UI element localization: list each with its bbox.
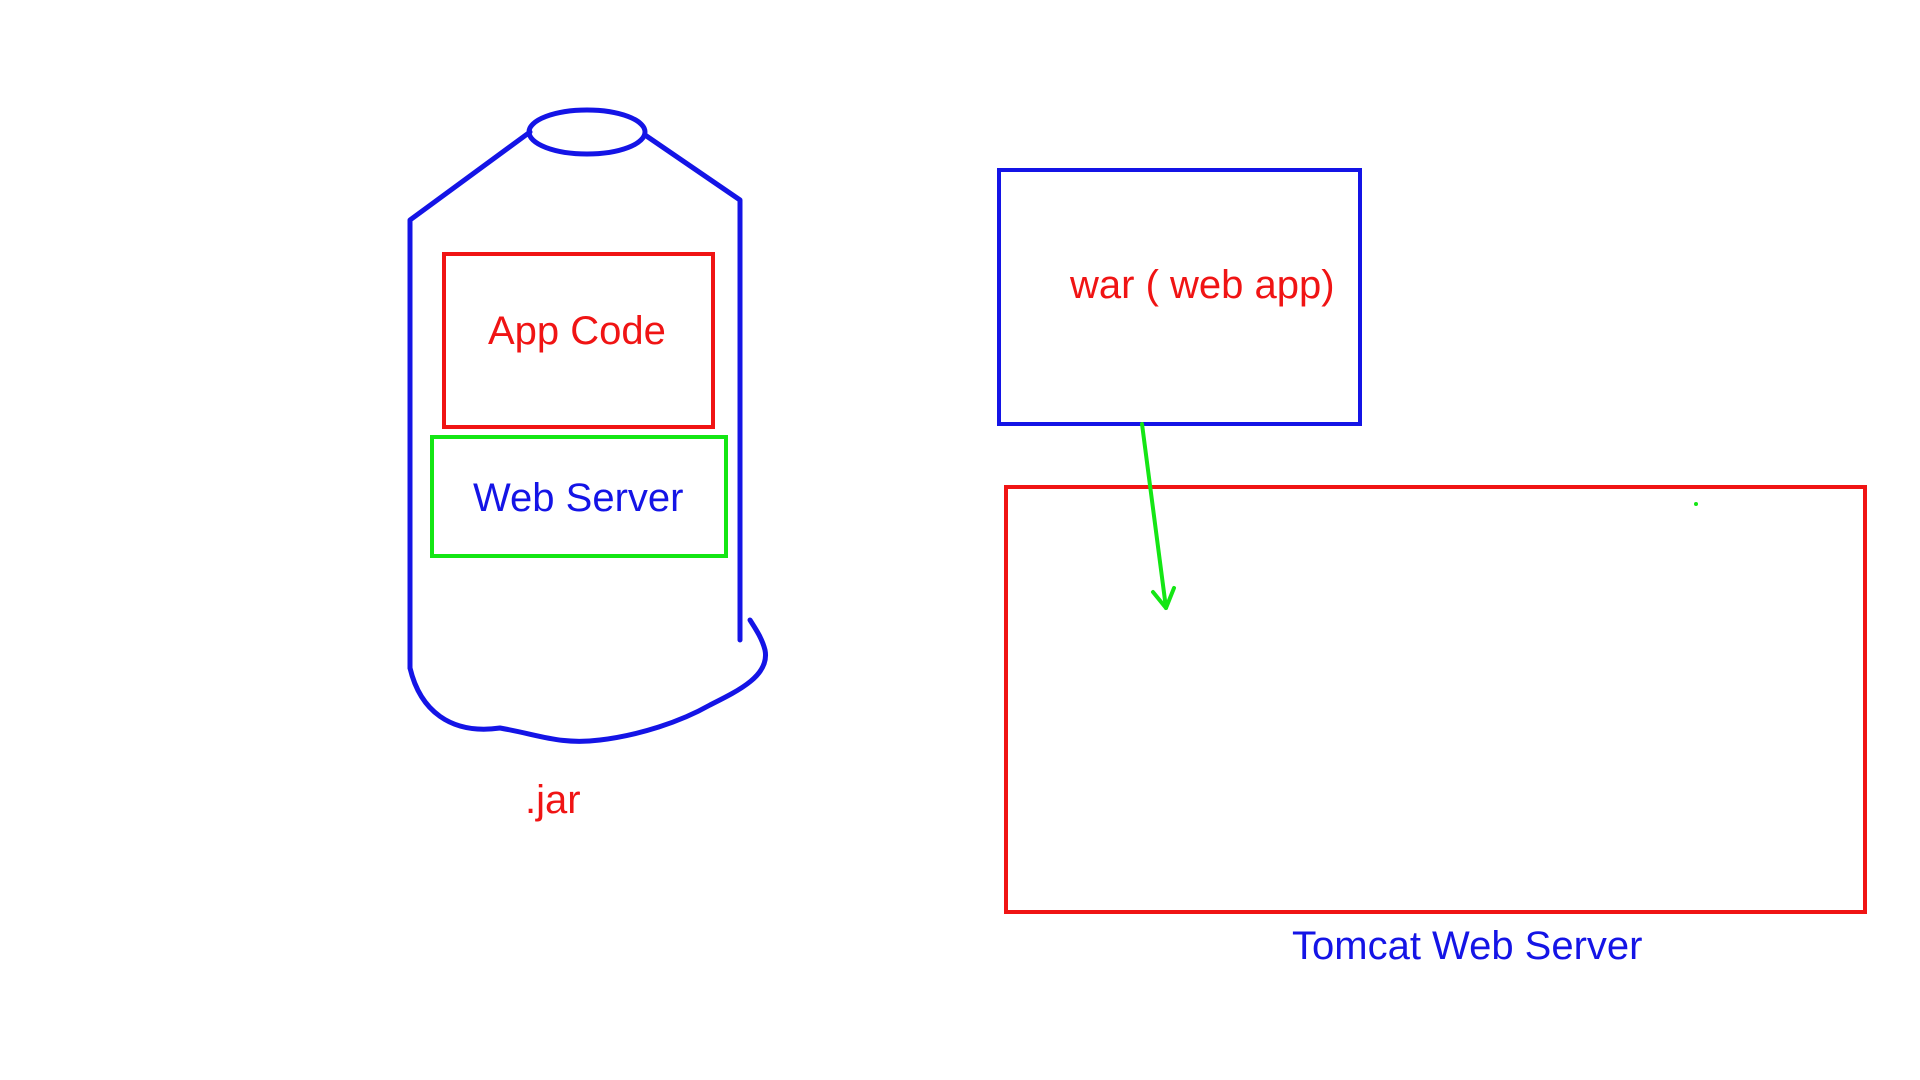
stray-dot (1694, 502, 1698, 506)
deploy-arrow-head (1151, 586, 1176, 610)
web-server-box (430, 435, 728, 558)
tomcat-box (1004, 485, 1867, 914)
war-label: war ( web app) (1070, 263, 1335, 307)
deploy-arrow-shaft (1140, 422, 1168, 610)
jar-bottle-right-shoulder (642, 132, 743, 643)
jar-bottle-base (407, 617, 768, 744)
web-server-label: Web Server (473, 476, 684, 520)
app-code-box (442, 252, 715, 429)
deploy-arrow (1140, 422, 1176, 610)
jar-bottle-outline (407, 107, 768, 744)
war-box (997, 168, 1362, 426)
app-code-label: App Code (488, 309, 666, 353)
tomcat-caption: Tomcat Web Server (1292, 924, 1643, 968)
jar-caption: .jar (525, 778, 581, 822)
jar-bottle-left-shoulder (407, 129, 533, 671)
jar-bottle-cap (526, 107, 648, 157)
